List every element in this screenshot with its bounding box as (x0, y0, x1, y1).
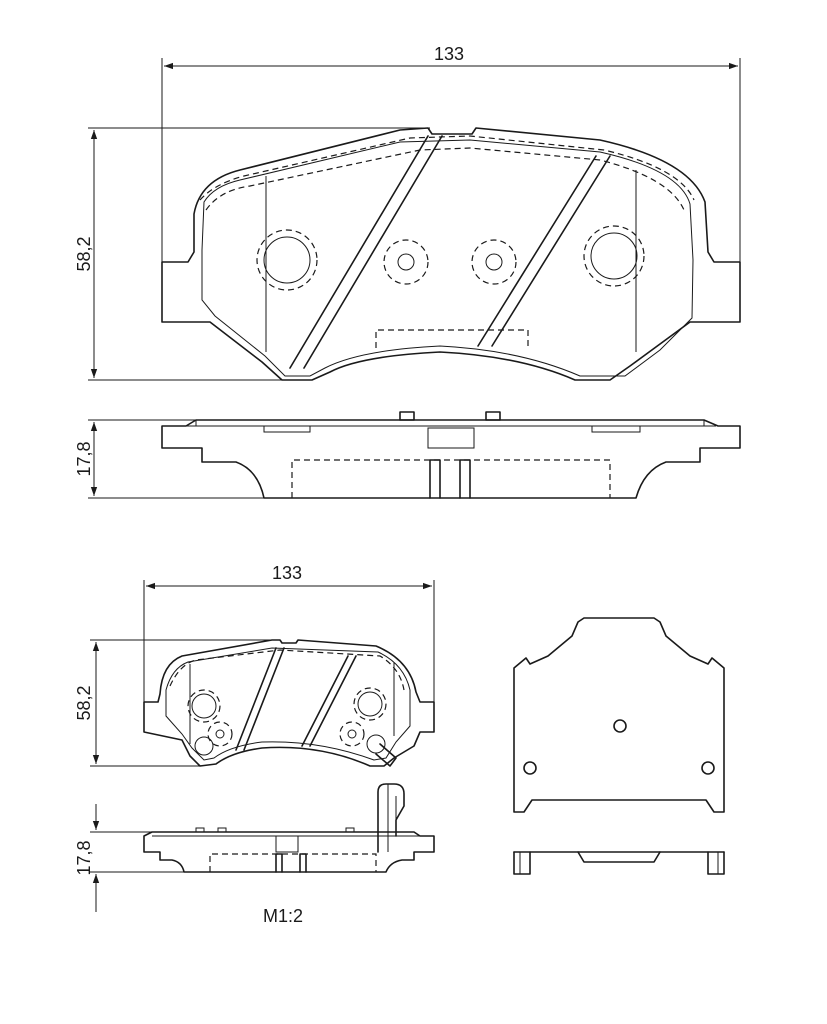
scale-label: M1:2 (263, 906, 303, 926)
top-width-dimension: 133 (434, 44, 464, 64)
bottom-thickness-dimension: 17,8 (74, 840, 94, 875)
bottom-pad-front-view (143, 639, 435, 767)
bottom-width-dimension: 133 (272, 563, 302, 583)
top-pad-side-view (161, 411, 741, 499)
top-pad-dimensions: 133 58,2 17,8 (74, 44, 741, 499)
top-thickness-dimension: 17,8 (74, 441, 94, 476)
bottom-pad-side-view (143, 783, 435, 873)
bottom-height-dimension: 58,2 (74, 685, 94, 720)
bottom-pad-dimensions: 133 58,2 17,8 (74, 563, 435, 912)
backing-plate-front-view (513, 617, 725, 813)
backing-plate-side-view (513, 851, 725, 875)
top-pad-front-view (161, 127, 741, 381)
top-height-dimension: 58,2 (74, 236, 94, 271)
